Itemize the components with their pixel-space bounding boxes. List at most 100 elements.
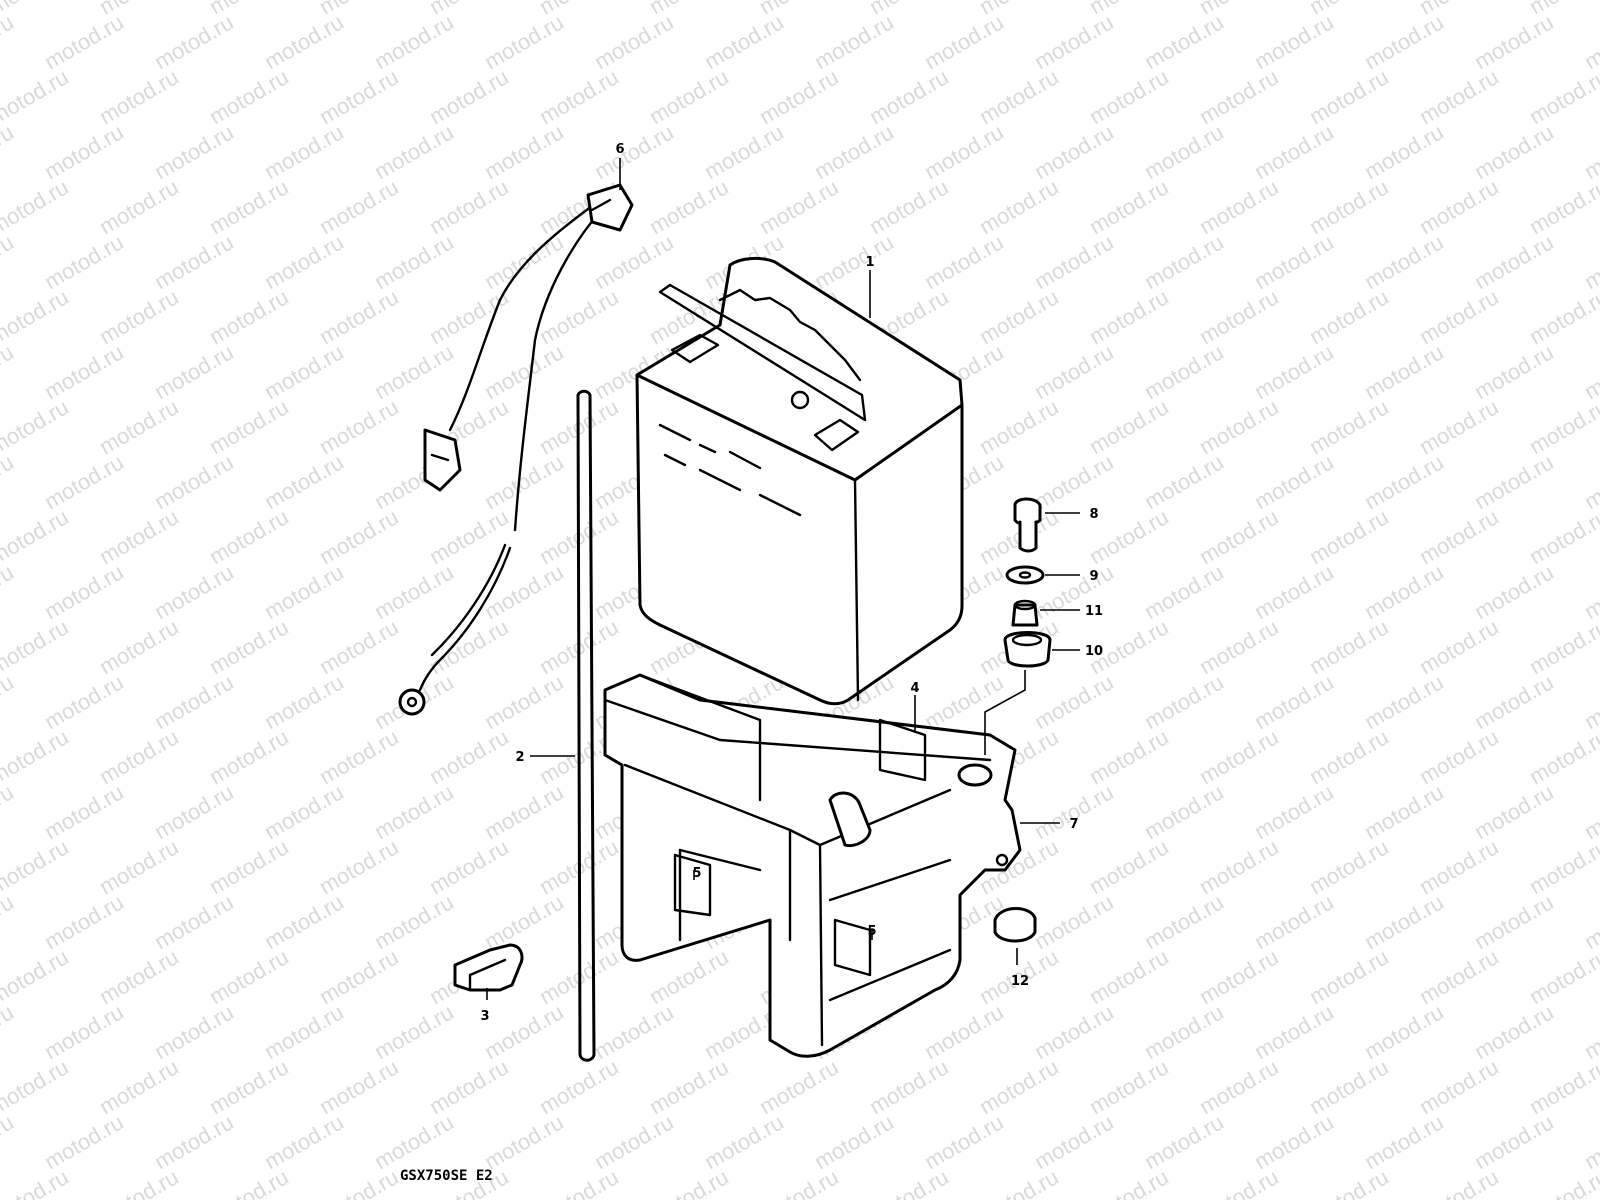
watermark-text: motod.ru bbox=[1140, 889, 1228, 954]
watermark-text: motod.ru bbox=[1030, 449, 1118, 514]
watermark-text: motod.ru bbox=[1030, 119, 1118, 184]
watermark-text: motod.ru bbox=[0, 889, 18, 954]
watermark-text: motod.ru bbox=[1250, 1109, 1338, 1174]
watermark-text: motod.ru bbox=[150, 779, 238, 844]
callout-7: 7 bbox=[1069, 817, 1078, 832]
callout-3: 3 bbox=[480, 1009, 489, 1024]
watermark-text: motod.ru bbox=[1415, 504, 1503, 569]
watermark-text: motod.ru bbox=[0, 944, 73, 1009]
watermark-text: motod.ru bbox=[1415, 614, 1503, 679]
clamp bbox=[453, 943, 524, 992]
watermark-text: motod.ru bbox=[370, 779, 458, 844]
watermark-text: motod.ru bbox=[1525, 504, 1600, 569]
watermark-text: motod.ru bbox=[205, 174, 293, 239]
watermark-text: motod.ru bbox=[425, 834, 513, 899]
watermark-text: motod.ru bbox=[260, 889, 348, 954]
watermark-text: motod.ru bbox=[480, 339, 568, 404]
watermark-text: motod.ru bbox=[95, 724, 183, 789]
watermark-text: motod.ru bbox=[1195, 1164, 1283, 1200]
watermark-text: motod.ru bbox=[315, 284, 403, 349]
watermark-text: motod.ru bbox=[1470, 669, 1558, 734]
watermark-text: motod.ru bbox=[1470, 999, 1558, 1064]
watermark-text: motod.ru bbox=[425, 284, 513, 349]
watermark-text: motod.ru bbox=[1195, 834, 1283, 899]
watermark-text: motod.ru bbox=[480, 1109, 568, 1174]
watermark-text: motod.ru bbox=[865, 64, 953, 129]
watermark-text: motod.ru bbox=[205, 1164, 293, 1200]
watermark-text: motod.ru bbox=[535, 1164, 623, 1200]
watermark-text: motod.ru bbox=[205, 1054, 293, 1119]
watermark-text: motod.ru bbox=[95, 284, 183, 349]
watermark-text: motod.ru bbox=[1140, 1109, 1228, 1174]
callout-4: 4 bbox=[910, 681, 919, 696]
washer bbox=[1005, 565, 1045, 585]
watermark-text: motod.ru bbox=[1360, 229, 1448, 294]
watermark-text: motod.ru bbox=[1195, 394, 1283, 459]
watermark-text: motod.ru bbox=[315, 614, 403, 679]
watermark-text: motod.ru bbox=[700, 9, 788, 74]
watermark-text: motod.ru bbox=[1305, 1164, 1393, 1200]
watermark-text: motod.ru bbox=[1415, 64, 1503, 129]
watermark-text: motod.ru bbox=[1085, 284, 1173, 349]
watermark-text: motod.ru bbox=[260, 669, 348, 734]
watermark-text: motod.ru bbox=[1085, 724, 1173, 789]
watermark-text: motod.ru bbox=[0, 119, 18, 184]
watermark-text: motod.ru bbox=[260, 779, 348, 844]
collar bbox=[1011, 599, 1039, 627]
watermark-text: motod.ru bbox=[1305, 834, 1393, 899]
watermark-text: motod.ru bbox=[150, 229, 238, 294]
watermark-text: motod.ru bbox=[920, 999, 1008, 1064]
watermark-text: motod.ru bbox=[205, 724, 293, 789]
watermark-text: motod.ru bbox=[755, 1164, 843, 1200]
watermark-text: motod.ru bbox=[1195, 64, 1283, 129]
watermark-text: motod.ru bbox=[0, 174, 73, 239]
watermark-text: motod.ru bbox=[150, 559, 238, 624]
callout-9: 9 bbox=[1089, 569, 1098, 584]
watermark-text: motod.ru bbox=[1085, 64, 1173, 129]
watermark-text: motod.ru bbox=[1195, 174, 1283, 239]
watermark-text: motod.ru bbox=[0, 669, 18, 734]
watermark-text: motod.ru bbox=[1580, 119, 1600, 184]
watermark-text: motod.ru bbox=[1415, 944, 1503, 1009]
watermark-text: motod.ru bbox=[260, 999, 348, 1064]
watermark-text: motod.ru bbox=[1030, 1109, 1118, 1174]
watermark-text: motod.ru bbox=[755, 174, 843, 239]
watermark-text: motod.ru bbox=[645, 64, 733, 129]
watermark-text: motod.ru bbox=[0, 229, 18, 294]
watermark-text: motod.ru bbox=[1305, 944, 1393, 1009]
watermark-text: motod.ru bbox=[645, 1164, 733, 1200]
leader-lines bbox=[486, 158, 1080, 1000]
watermark-text: motod.ru bbox=[1030, 9, 1118, 74]
watermark-text: motod.ru bbox=[0, 779, 18, 844]
watermark-text: motod.ru bbox=[1085, 944, 1173, 1009]
watermark-text: motod.ru bbox=[0, 834, 73, 899]
watermark-text: motod.ru bbox=[1360, 559, 1448, 624]
watermark-text: motod.ru bbox=[1030, 229, 1118, 294]
watermark-text: motod.ru bbox=[755, 1054, 843, 1119]
watermark-text: motod.ru bbox=[1250, 449, 1338, 514]
model-caption: GSX750SE E2 bbox=[400, 1168, 493, 1184]
watermark-text: motod.ru bbox=[480, 889, 568, 954]
watermark-text: motod.ru bbox=[0, 9, 18, 74]
watermark-text: motod.ru bbox=[1360, 999, 1448, 1064]
watermark-text: motod.ru bbox=[1250, 999, 1338, 1064]
watermark-text: motod.ru bbox=[0, 559, 18, 624]
watermark-text: motod.ru bbox=[1030, 779, 1118, 844]
watermark-text: motod.ru bbox=[260, 119, 348, 184]
watermark-text: motod.ru bbox=[865, 1054, 953, 1119]
watermark-text: motod.ru bbox=[480, 669, 568, 734]
watermark-text: motod.ru bbox=[40, 119, 128, 184]
watermark-text: motod.ru bbox=[1525, 64, 1600, 129]
watermark-text: motod.ru bbox=[1305, 64, 1393, 129]
watermark-text: motod.ru bbox=[1250, 339, 1338, 404]
watermark-text: motod.ru bbox=[40, 9, 128, 74]
watermark-text: motod.ru bbox=[1470, 889, 1558, 954]
watermark-text: motod.ru bbox=[1360, 449, 1448, 514]
watermark-text: motod.ru bbox=[1415, 284, 1503, 349]
callout-11: 11 bbox=[1085, 604, 1103, 619]
watermark-text: motod.ru bbox=[1525, 614, 1600, 679]
watermark-text: motod.ru bbox=[700, 119, 788, 184]
watermark-text: motod.ru bbox=[315, 394, 403, 459]
watermark-text: motod.ru bbox=[480, 9, 568, 74]
watermark-text: motod.ru bbox=[0, 0, 73, 19]
